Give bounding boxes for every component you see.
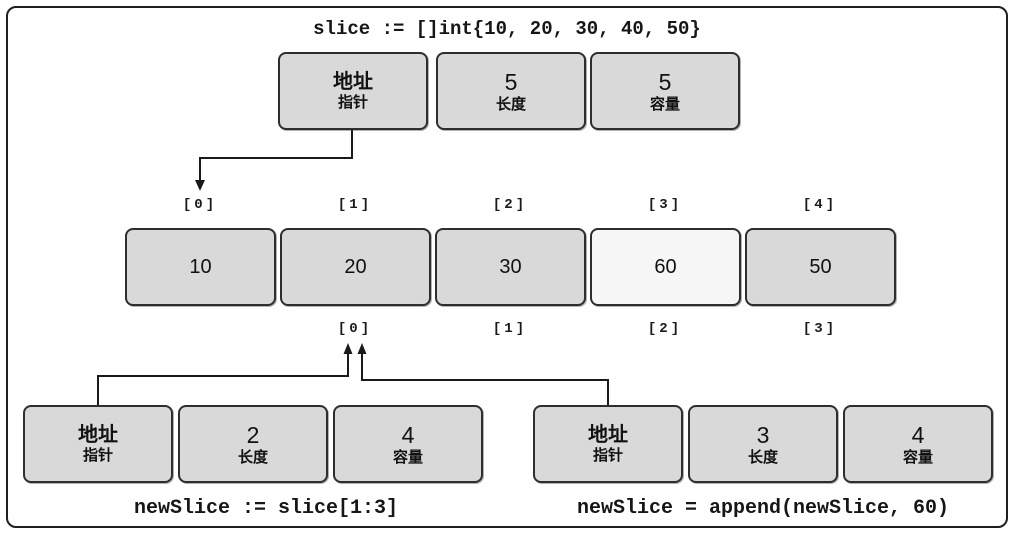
newslice-capacity-box: 4 容量: [333, 405, 483, 483]
appended-length-value: 3: [756, 422, 770, 449]
newslice-code: newSlice := slice[1:3]: [133, 497, 399, 520]
array-top-index-1: [1]: [337, 197, 373, 213]
newslice-length-value: 2: [246, 422, 260, 449]
slice-pointer-box: 地址 指针: [278, 52, 428, 130]
array-cell-value: 30: [499, 255, 522, 278]
appended-capacity-label: 容量: [902, 448, 933, 466]
slice-capacity-box: 5 容量: [590, 52, 740, 130]
newslice-length-label: 长度: [237, 448, 268, 466]
slice-pointer-value: 地址: [333, 70, 373, 93]
slice-length-value: 5: [504, 69, 518, 96]
array-bottom-index-3: [3]: [802, 321, 838, 337]
array-bottom-index-1: [1]: [492, 321, 528, 337]
slice-length-box: 5 长度: [436, 52, 586, 130]
array-cell-1: 20: [280, 228, 431, 306]
array-top-index-2: [2]: [492, 197, 528, 213]
newslice-length-box: 2 长度: [178, 405, 328, 483]
newslice-capacity-value: 4: [401, 422, 415, 449]
array-cell-0: 10: [125, 228, 276, 306]
appended-length-box: 3 长度: [688, 405, 838, 483]
newslice-pointer-box: 地址 指针: [23, 405, 173, 483]
array-bottom-index-0: [0]: [337, 321, 373, 337]
slice-length-label: 长度: [495, 95, 526, 113]
appended-code: newSlice = append(newSlice, 60): [576, 497, 950, 520]
array-cell-4: 50: [745, 228, 896, 306]
array-cell-2: 30: [435, 228, 586, 306]
slice-capacity-label: 容量: [649, 95, 680, 113]
newslice-capacity-label: 容量: [392, 448, 423, 466]
array-bottom-index-2: [2]: [647, 321, 683, 337]
array-top-index-4: [4]: [802, 197, 838, 213]
array-cell-3: 60: [590, 228, 741, 306]
array-cell-value: 60: [654, 255, 677, 278]
appended-pointer-value: 地址: [588, 423, 628, 446]
newslice-pointer-label: 指针: [82, 446, 113, 464]
array-top-index-0: [0]: [182, 197, 218, 213]
array-cell-value: 20: [344, 255, 367, 278]
appended-length-label: 长度: [747, 448, 778, 466]
appended-capacity-value: 4: [911, 422, 925, 449]
appended-capacity-box: 4 容量: [843, 405, 993, 483]
slice-declaration-code: slice := []int{10, 20, 30, 40, 50}: [313, 18, 701, 40]
slice-capacity-value: 5: [658, 69, 672, 96]
newslice-pointer-value: 地址: [78, 423, 118, 446]
appended-pointer-box: 地址 指针: [533, 405, 683, 483]
appended-pointer-label: 指针: [592, 446, 623, 464]
array-top-index-3: [3]: [647, 197, 683, 213]
array-cell-value: 50: [809, 255, 832, 278]
array-cell-value: 10: [189, 255, 212, 278]
slice-pointer-label: 指针: [337, 93, 368, 111]
